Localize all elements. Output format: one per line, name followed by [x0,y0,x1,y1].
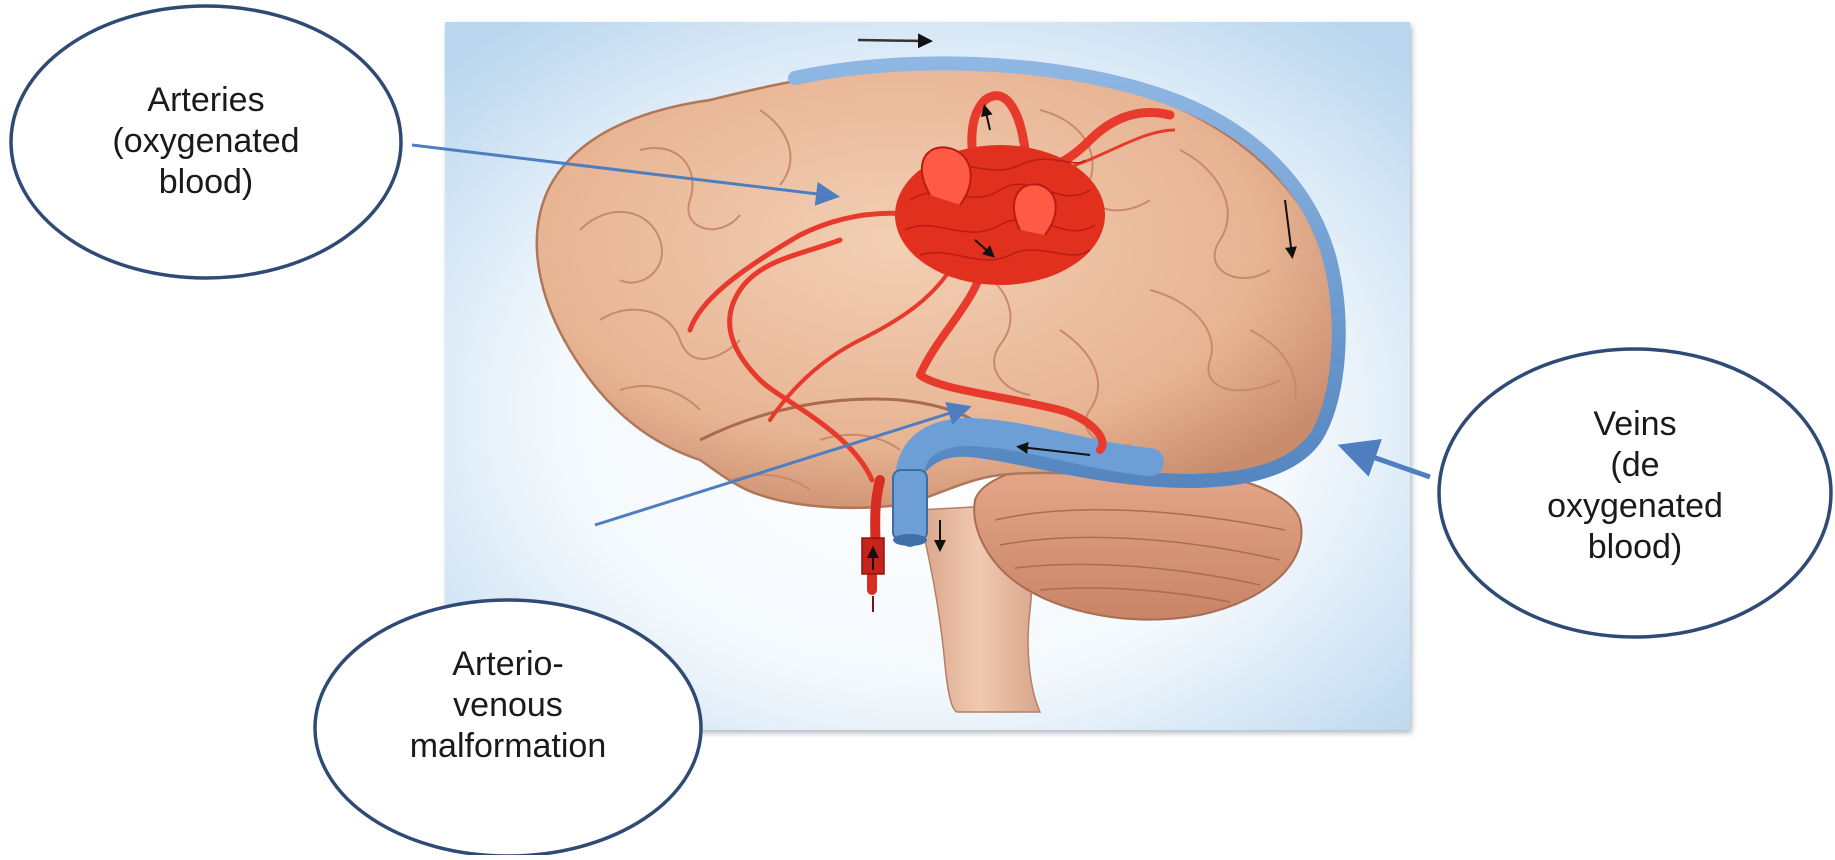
veins-label-line: (de [1515,445,1755,486]
arteries-label: Arteries (oxygenated blood) [86,80,326,203]
arteries-label-line: blood) [86,162,326,203]
veins-label-line: blood) [1515,527,1755,568]
arteries-label-line: Arteries [86,80,326,121]
veins-label-line: oxygenated [1515,486,1755,527]
avm-label: Arterio- venous malformation [388,644,628,767]
avm-label-line: venous [388,685,628,726]
veins-label: Veins (de oxygenated blood) [1515,404,1755,568]
veins-label-line: Veins [1515,404,1755,445]
arteries-label-line: (oxygenated [86,121,326,162]
avm-label-line: Arterio- [388,644,628,685]
avm-label-line: malformation [388,726,628,767]
